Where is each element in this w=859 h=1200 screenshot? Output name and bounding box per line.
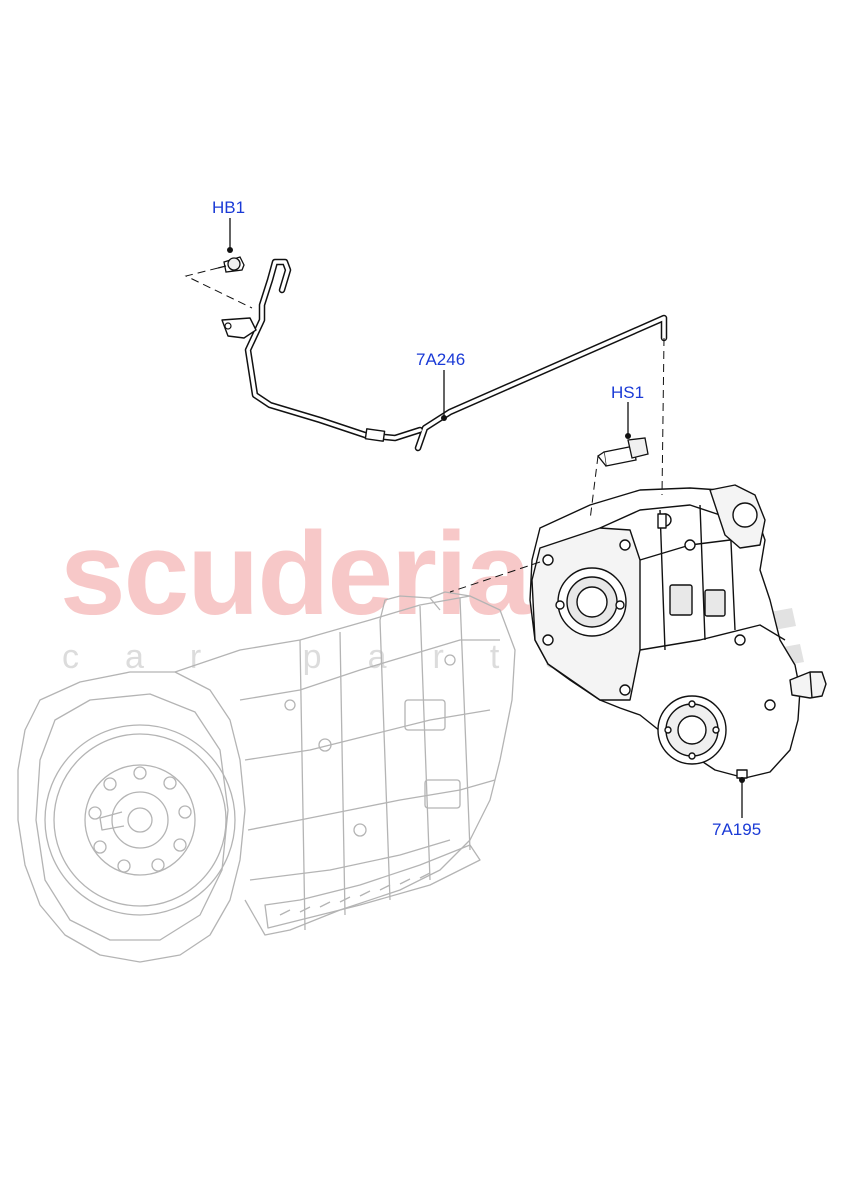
callout-7a195[interactable]: 7A195 (712, 820, 762, 839)
transmission[interactable] (17, 591, 516, 963)
callout-hs1[interactable]: HS1 (611, 383, 645, 402)
leader-dots (227, 247, 745, 783)
watermark-brand: scuderia (60, 508, 531, 640)
transfer-case[interactable] (529, 484, 827, 779)
breather-pipe[interactable] (221, 258, 668, 452)
bolt-hs1[interactable] (597, 437, 649, 467)
bolt-hb1[interactable] (217, 256, 245, 273)
callout-hb1[interactable]: HB1 (212, 198, 246, 217)
watermark-sub: car parts (62, 638, 609, 676)
leader-lines (229, 218, 743, 818)
assembly-lines (184, 267, 665, 593)
callout-7a246[interactable]: 7A246 (416, 350, 466, 369)
